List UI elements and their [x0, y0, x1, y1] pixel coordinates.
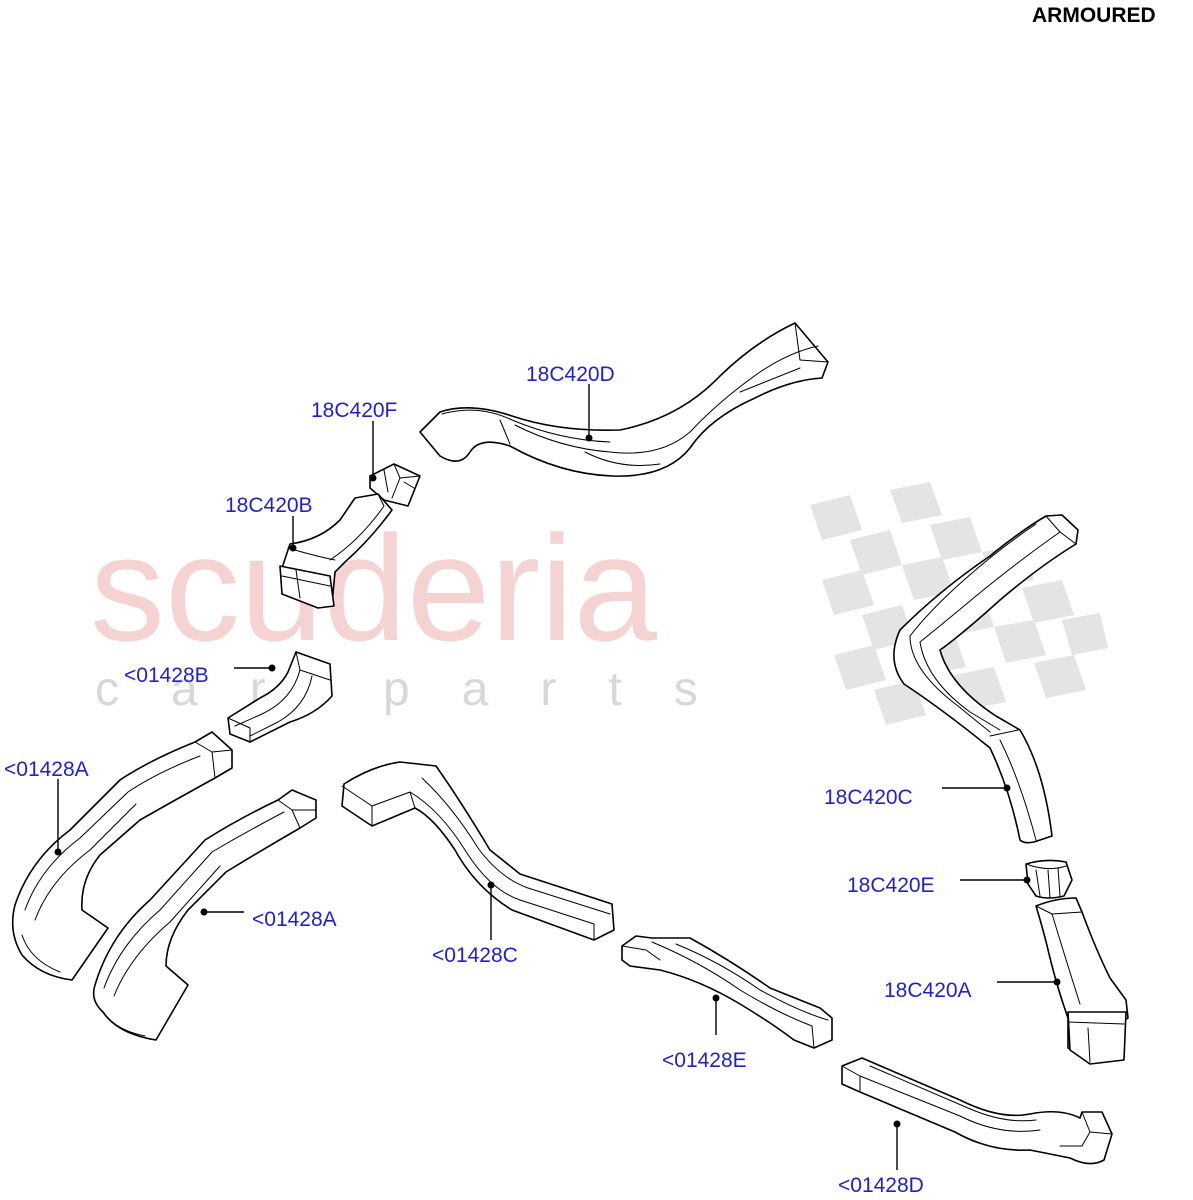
callout-01428B[interactable]: <01428B	[124, 664, 209, 687]
part-01428D	[841, 1057, 1113, 1165]
part-18C420E	[1025, 859, 1073, 899]
part-01428A-left	[11, 731, 233, 981]
watermark-tagline: car parts	[95, 663, 750, 716]
callout-18C420A[interactable]: 18C420A	[884, 979, 972, 1002]
callout-01428E[interactable]: <01428E	[662, 1049, 747, 1072]
callout-18C420F[interactable]: 18C420F	[311, 399, 397, 422]
part-18C420C	[893, 514, 1079, 844]
callout-01428C[interactable]: <01428C	[432, 944, 518, 967]
callout-18C420B[interactable]: 18C420B	[225, 494, 313, 517]
callout-01428A-left[interactable]: <01428A	[4, 758, 89, 781]
leader-lines	[54, 384, 1061, 1170]
callout-18C420C[interactable]: 18C420C	[824, 786, 913, 809]
callout-01428D[interactable]: <01428D	[838, 1174, 924, 1197]
armoured-label: ARMOURED	[1032, 4, 1156, 27]
part-01428C	[341, 761, 615, 941]
callouts: 18C420D 18C420F 18C420B <01428B <01428A …	[4, 363, 972, 1197]
callout-18C420D[interactable]: 18C420D	[526, 363, 615, 386]
part-18C420D	[419, 322, 829, 477]
part-18C420B	[279, 493, 393, 609]
part-01428E	[621, 935, 833, 1049]
part-01428A-right	[92, 789, 317, 1041]
part-18C420A	[1035, 897, 1129, 1065]
callout-01428A-right[interactable]: <01428A	[252, 908, 337, 931]
part-18C420F	[369, 463, 421, 507]
callout-18C420E[interactable]: 18C420E	[847, 874, 935, 897]
part-01428B	[227, 651, 333, 743]
